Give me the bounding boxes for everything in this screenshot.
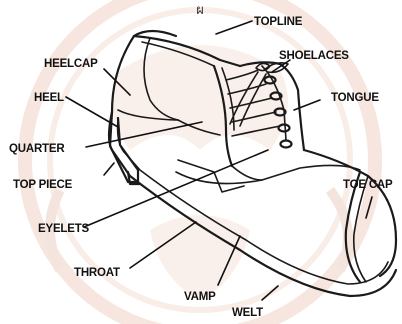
label-heel: HEEL: [34, 92, 64, 104]
label-toe-cap: TOE CAP: [343, 179, 393, 191]
label-tongue: TONGUE: [331, 92, 379, 104]
label-throat: THROAT: [74, 267, 120, 279]
label-vamp: VAMP: [184, 291, 216, 303]
top-piece-leader: [104, 163, 114, 175]
label-shoelaces: SHOELACES: [279, 50, 349, 62]
heel-leader: [66, 97, 118, 127]
label-quarter: QUARTER: [9, 143, 65, 155]
label-top-piece: TOP PIECE: [13, 179, 73, 191]
eyelets-leader: [84, 150, 268, 227]
label-heelcap: HEELCAP: [44, 58, 98, 70]
label-welt: WELT: [232, 307, 263, 319]
label-topline: TOPLINE: [254, 16, 303, 28]
label-eyelets: EYELETS: [38, 223, 90, 235]
vamp-seam: [232, 165, 360, 180]
watermark-glyph: ผ: [196, 3, 204, 18]
topline-leader: [216, 21, 252, 34]
